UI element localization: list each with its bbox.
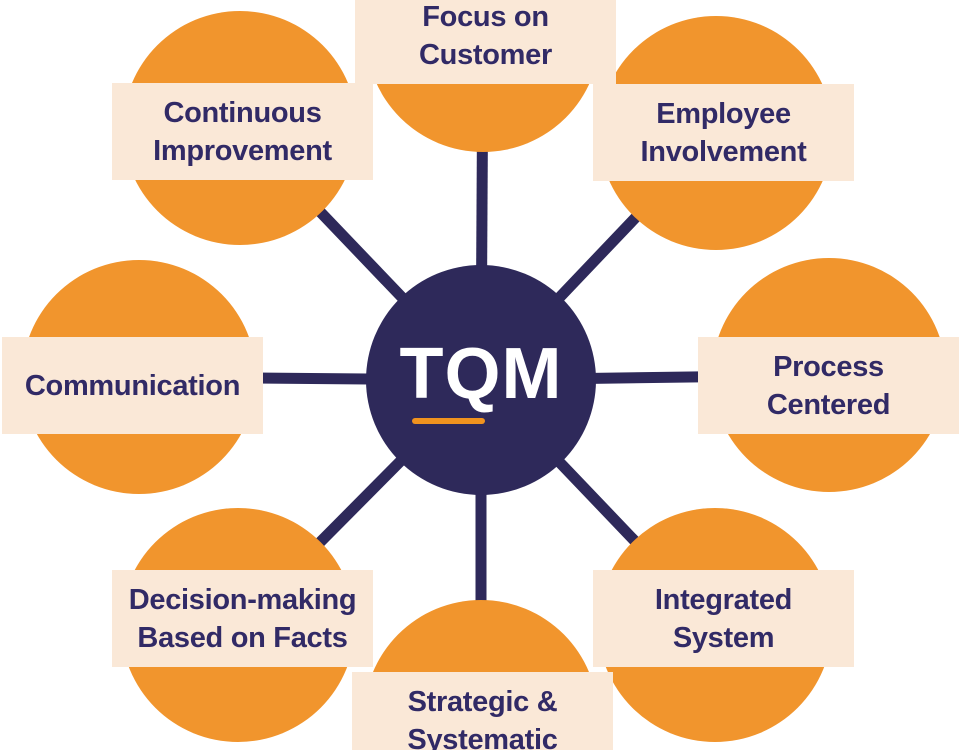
node-label-continuous-improvement: Continuous Improvement [112, 83, 373, 180]
node-label-line: Improvement [153, 134, 332, 167]
node-label-focus-on-customer: Focus on Customer [355, 0, 616, 84]
node-label-strategic-systematic: Strategic & Systematic [352, 672, 613, 750]
hub-circle: TQM [366, 265, 596, 495]
node-label-line: Systematic [407, 723, 558, 750]
node-label-line: Employee [656, 97, 791, 130]
node-label-line: Strategic & [407, 685, 558, 718]
node-label-line: Integrated [654, 583, 793, 616]
node-label-line: Focus on [422, 0, 549, 33]
hub-title: TQM [399, 334, 563, 414]
node-label-line: Involvement [640, 135, 807, 168]
node-label-line: Communication [24, 369, 241, 402]
node-label-integrated-system: Integrated System [593, 570, 854, 667]
node-label-line: Continuous [163, 96, 322, 129]
node-label-communication: Communication [2, 337, 263, 434]
node-label-decision-making: Decision-making Based on Facts [112, 570, 373, 667]
node-label-line: Customer [419, 38, 552, 71]
node-label-line: Decision-making [128, 583, 357, 616]
hub-title-underline [412, 418, 485, 424]
node-label-line: Process [773, 350, 884, 383]
node-label-employee-involvement: Employee Involvement [593, 84, 854, 181]
node-label-line: Based on Facts [137, 621, 348, 654]
node-label-process-centered: Process Centered [698, 337, 959, 434]
node-label-line: Centered [766, 388, 891, 421]
node-label-line: System [672, 621, 775, 654]
